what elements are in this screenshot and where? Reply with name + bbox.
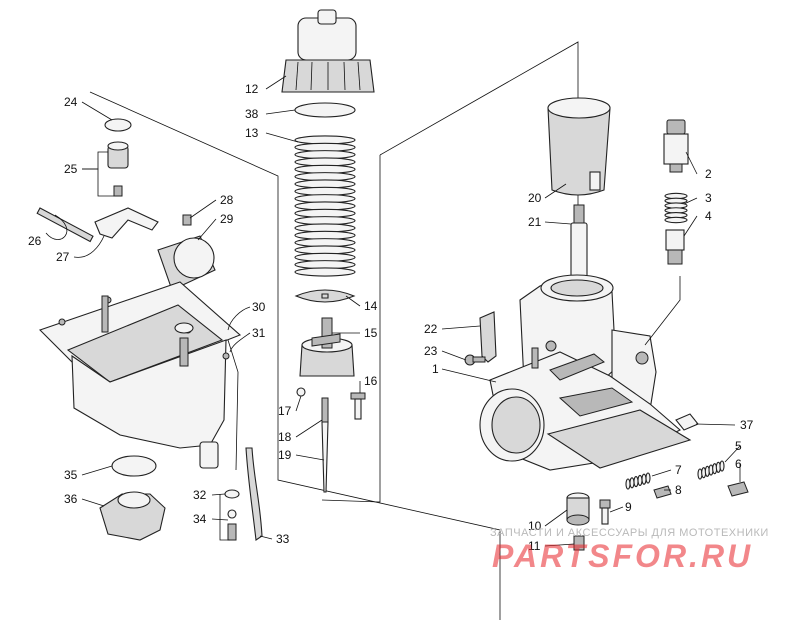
part-21-needle-holder [570,204,588,280]
callout-25: 25 [64,162,78,176]
callout-26: 26 [28,234,42,248]
callout-33: 33 [276,532,290,546]
callout-32: 32 [193,488,207,502]
spring-coil [294,267,356,277]
callout-27: 27 [56,250,70,264]
part-2-adjuster [663,119,689,173]
callout-12: 12 [245,82,259,96]
callout-6: 6 [735,457,742,471]
part-36-drain-plug [99,491,166,541]
spring-coil [641,473,647,485]
part-12-mixing-chamber-cap [281,9,375,93]
callout-8: 8 [675,483,682,497]
part-23-screw [464,354,486,366]
callout-35: 35 [64,468,78,482]
part-7-spring [625,472,651,490]
spring-coil [664,216,688,224]
part-18-19-jet-needle [321,397,329,493]
callout-20: 20 [528,191,542,205]
spring-coil [637,474,643,486]
callout-34: 34 [193,512,207,526]
callout-37: 37 [740,418,754,432]
callout-22: 22 [424,322,438,336]
callout-38: 38 [245,107,259,121]
part-37-plug [675,413,699,431]
part-24-o-ring [104,118,132,132]
spring-coil [625,478,631,490]
part-34-screw [227,509,237,541]
part-17-clip [296,387,306,397]
callout-18: 18 [278,430,292,444]
part-29-float [157,235,216,291]
part-14-plate [294,289,356,303]
spring-coil [633,476,639,488]
part-1-carburetor-body [479,274,692,471]
part-30-float-bowl [38,281,242,469]
part-25-float-valve-seat [107,141,129,197]
part-6-screw [727,481,749,497]
part-8-screw [653,485,672,499]
part-9-jet [599,499,611,525]
callout-29: 29 [220,212,234,226]
callout-labels: 1 2 3 4 5 6 7 8 9 10 11 12 13 14 15 16 1… [28,82,754,553]
callout-14: 14 [364,299,378,313]
callout-30: 30 [252,300,266,314]
part-31-drain [227,339,239,471]
assembly-outline [89,41,579,620]
callout-13: 13 [245,126,259,140]
watermark-logo: PARTSFOR.RU [492,538,753,574]
callout-11: 11 [528,539,541,553]
part-11-main-jet [573,535,585,551]
part-13-throttle-spring [294,135,356,277]
part-27-float-arm [94,207,159,239]
part-15-throttle-valve [299,317,355,377]
part-32-clamp [224,489,240,499]
callout-16: 16 [364,374,378,388]
callout-7: 7 [675,463,682,477]
callout-5: 5 [735,439,742,453]
part-3-spring [664,192,688,224]
spring-coil [719,460,725,472]
callout-9: 9 [625,500,632,514]
callout-17: 17 [278,404,292,418]
callout-1: 1 [432,362,439,376]
part-20-throttle-slide [547,97,611,196]
callout-19: 19 [278,448,292,462]
callout-24: 24 [64,95,78,109]
part-33-tube [245,447,263,541]
callout-31: 31 [252,326,266,340]
callout-3: 3 [705,191,712,205]
callout-28: 28 [220,193,234,207]
callout-36: 36 [64,492,78,506]
spring-coil [629,477,635,489]
part-4-pilot-screw [665,229,685,265]
callout-21: 21 [528,215,542,229]
part-35-gasket [111,455,157,477]
callout-15: 15 [364,326,378,340]
callout-4: 4 [705,209,712,223]
callout-2: 2 [705,167,712,181]
callout-23: 23 [424,344,438,358]
svg-text:PARTSFOR.RU: PARTSFOR.RU [492,538,753,574]
part-10-needle-jet [566,492,590,526]
leader-lines [45,75,741,547]
part-16-screw [350,392,366,420]
part-5-spring [697,460,725,480]
part-22-bracket [479,311,497,363]
part-38-seal-ring [294,102,356,118]
spring-coil [645,472,651,484]
callout-10: 10 [528,519,542,533]
watermark-caption: ЗАПЧАСТИ И АКСЕССУАРЫ ДЛЯ МОТОТЕХНИКИ [490,527,769,539]
part-28-pin [182,214,192,226]
